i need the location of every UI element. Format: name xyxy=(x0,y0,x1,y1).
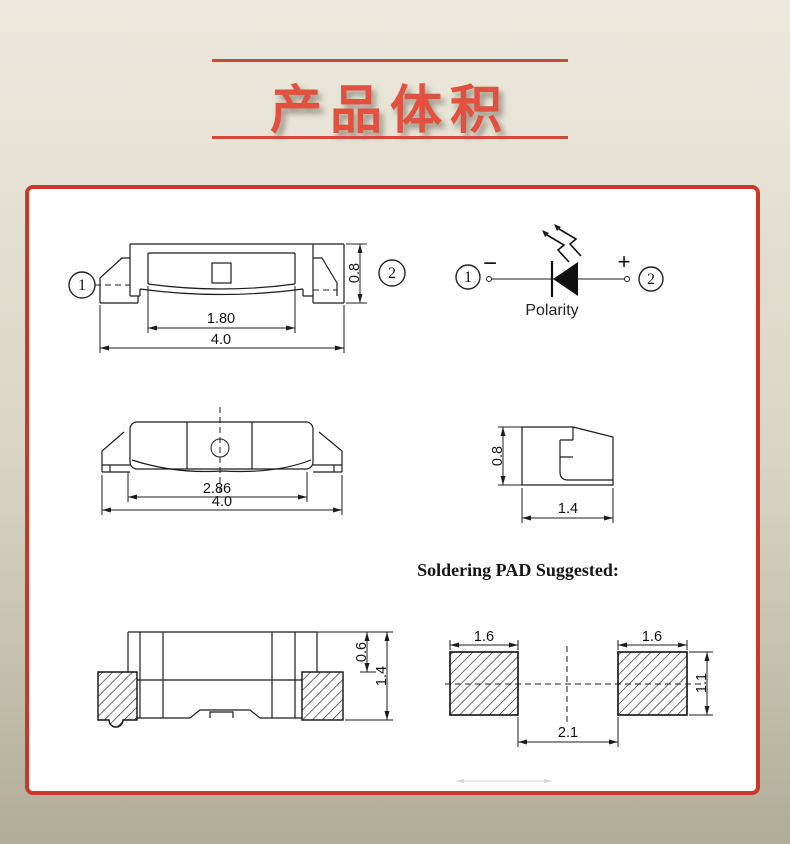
page-title: 产品体积 xyxy=(269,82,510,140)
front-view-outline xyxy=(99,243,345,304)
title-rule-bottom xyxy=(212,136,568,139)
plus-sign: + xyxy=(618,249,631,274)
end-width-label: 1.4 xyxy=(558,501,578,517)
top-view-dimensions xyxy=(101,472,343,515)
end-view-dimensions xyxy=(498,426,614,523)
side-total-height-label: 1.4 xyxy=(374,666,390,686)
side-standoff-label: 0.6 xyxy=(354,642,370,662)
polarity-pin-2-marker: 2 xyxy=(638,266,664,292)
end-view-drawing: 0.8 1.4 xyxy=(490,426,614,523)
pad-width-left-label: 1.6 xyxy=(474,630,494,645)
top-inner-width-label: 2.86 xyxy=(203,481,231,497)
product-dimension-panel: 1.80 4.0 0.8 1 2 − + xyxy=(25,185,760,795)
polarity-caption: Polarity xyxy=(525,302,578,319)
top-total-width-label: 4.0 xyxy=(212,494,232,510)
svg-text:2: 2 xyxy=(647,271,655,288)
polarity-pin-1-marker: 1 xyxy=(455,264,481,290)
end-height-label: 0.8 xyxy=(490,446,506,466)
svg-text:2: 2 xyxy=(388,265,396,282)
pin-2-marker: 2 xyxy=(378,259,406,287)
front-total-width-label: 4.0 xyxy=(211,332,231,348)
front-view-centerlines xyxy=(95,284,337,291)
title-rule-top xyxy=(212,59,568,62)
end-view-outline xyxy=(521,426,614,486)
top-view-drawing: 2.86 4.0 xyxy=(101,407,343,515)
front-view-dimensions xyxy=(99,243,367,353)
pad-layout-dimensions xyxy=(449,640,713,747)
polarity-diagram: − + 1 2 Polarity xyxy=(455,224,664,319)
front-view-drawing: 1.80 4.0 0.8 1 2 xyxy=(68,243,406,353)
minus-sign: − xyxy=(483,250,497,277)
side-view-solder-pads xyxy=(97,671,344,728)
pad-width-right-label: 1.6 xyxy=(642,630,662,645)
side-view-outline xyxy=(127,631,318,719)
top-view-outline xyxy=(101,421,343,473)
side-view-dimensions xyxy=(317,631,393,721)
light-emission-arrows xyxy=(542,224,582,263)
front-height-label: 0.8 xyxy=(347,263,363,283)
pad-layout-centerlines xyxy=(445,646,703,722)
pin-1-marker: 1 xyxy=(68,271,96,299)
svg-text:1: 1 xyxy=(464,269,472,286)
front-inner-width-label: 1.80 xyxy=(207,311,235,327)
pad-height-label: 1.1 xyxy=(694,673,710,693)
svg-text:1: 1 xyxy=(78,277,86,294)
led-symbol xyxy=(550,261,578,297)
faint-watermark-line xyxy=(456,779,552,783)
soldering-pad-heading: Soldering PAD Suggested: xyxy=(417,560,619,580)
pad-layout-drawing: 1.6 1.6 1.1 2.1 xyxy=(445,630,713,747)
pad-gap-label: 2.1 xyxy=(558,725,578,741)
side-view-drawing: 0.6 1.4 xyxy=(97,631,393,728)
